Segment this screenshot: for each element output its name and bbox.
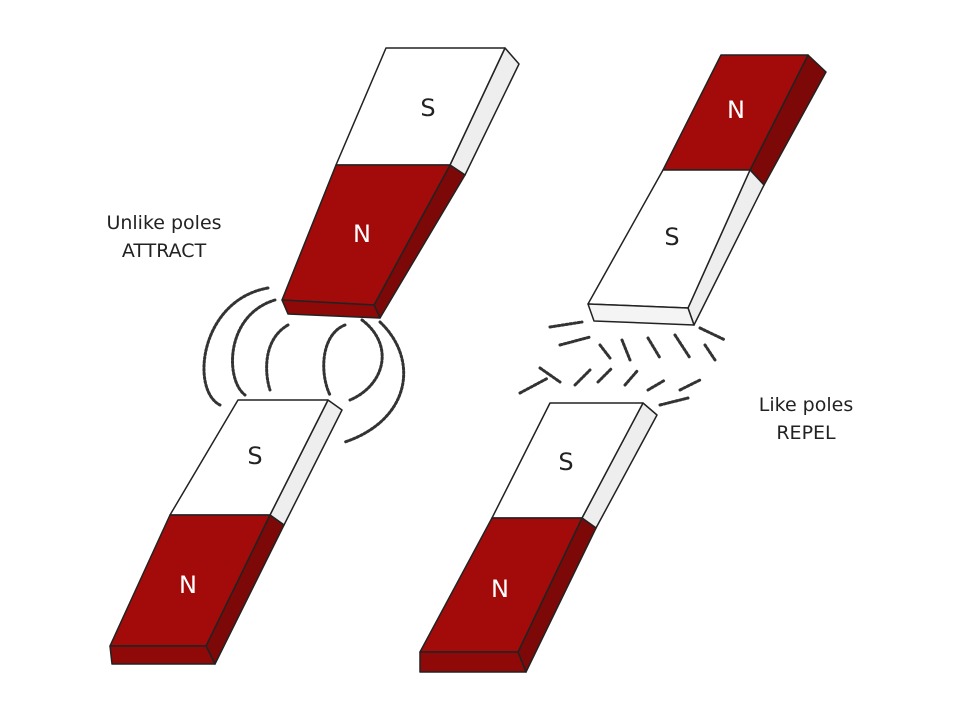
repel-label-line1: Like poles — [759, 394, 853, 416]
field-line-repel-14 — [646, 378, 667, 392]
magnet-right-bottom-end — [419, 651, 527, 673]
field-line-repel-12 — [596, 366, 614, 384]
field-line-attract-1 — [202, 286, 270, 407]
field-line-repel-2 — [558, 335, 592, 347]
field-line-attract-5 — [348, 318, 384, 402]
field-line-repel-10 — [538, 366, 562, 384]
magnet-right-top-top-pole: N — [727, 96, 745, 124]
magnet-right-top: N S — [587, 54, 827, 326]
magnet-right-top-end — [587, 303, 695, 326]
repel-label-line2: REPEL — [776, 422, 836, 444]
field-line-repel-9 — [518, 376, 550, 395]
field-line-repel-11 — [573, 368, 592, 387]
field-line-repel-4 — [620, 338, 632, 362]
attract-label-line1: Unlike poles — [106, 212, 221, 234]
field-line-repel-5 — [646, 336, 662, 360]
field-line-repel-13 — [623, 368, 640, 387]
field-line-repel-8 — [703, 343, 717, 362]
magnet-left-bottom: S N — [109, 399, 343, 665]
attract-field-lines — [202, 286, 405, 444]
magnet-right-top-bottom-pole: S — [664, 223, 679, 251]
magnet-left-top-end — [281, 299, 381, 319]
field-line-repel-1 — [548, 320, 584, 329]
magnet-right-bottom: S N — [419, 402, 658, 673]
field-line-repel-3 — [598, 343, 612, 360]
magnet-right-bottom-top-pole: S — [558, 448, 573, 476]
attract-label-line2: ATTRACT — [122, 240, 207, 262]
magnet-left-top-bottom-pole: N — [353, 220, 371, 248]
field-line-attract-6 — [343, 320, 405, 444]
field-line-repel-15 — [658, 396, 690, 407]
magnet-left-top: S N — [281, 47, 520, 319]
field-line-repel-6 — [673, 333, 692, 360]
magnet-left-top-top-pole: S — [420, 94, 435, 122]
field-line-repel-16 — [678, 378, 702, 392]
magnet-left-bottom-end — [109, 645, 216, 665]
field-line-attract-4 — [322, 323, 347, 397]
field-line-repel-7 — [698, 326, 727, 342]
magnet-right-bottom-bottom-pole: N — [491, 575, 509, 603]
repel-field-lines — [518, 320, 727, 407]
field-line-attract-3 — [265, 323, 290, 392]
magnet-left-bottom-top-pole: S — [247, 442, 262, 470]
magnet-left-bottom-bottom-pole: N — [179, 571, 197, 599]
field-line-attract-2 — [231, 298, 277, 397]
